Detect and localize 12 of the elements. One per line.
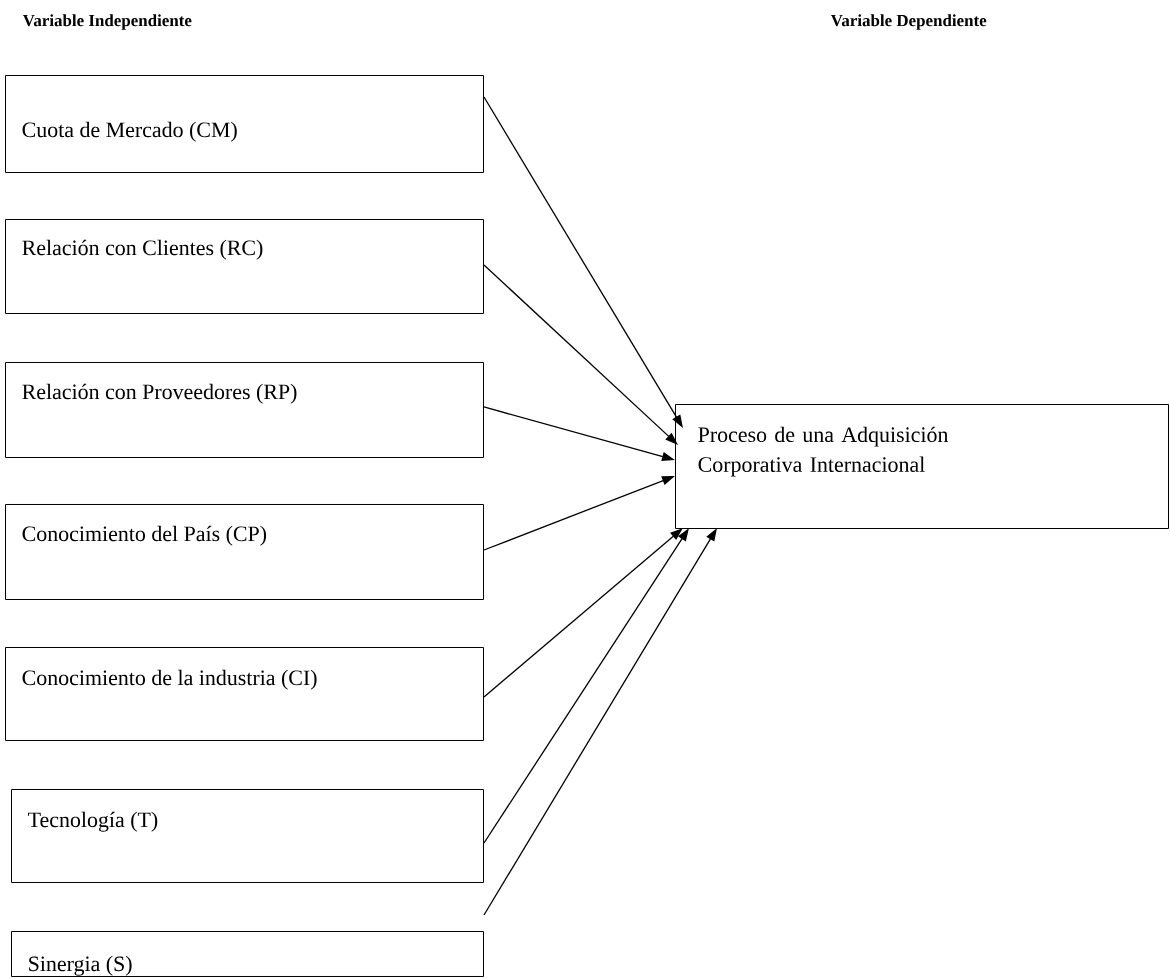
variable-box: Relación con Clientes (RC) [5, 219, 484, 314]
variable-box: Cuota de Mercado (CM) [5, 75, 484, 173]
column-heading: Variable Dependiente [830, 14, 987, 30]
variable-box: Conocimiento del País (CP) [5, 504, 484, 600]
arrow [483, 264, 678, 445]
variable-box: Sinergia (S) [11, 931, 484, 977]
variable-box: Relación con Proveedores (RP) [5, 362, 484, 458]
outcome-box: Proceso de una Adquisición Corporativa Internacional [675, 404, 1169, 529]
column-heading: Variable Independiente [22, 14, 192, 30]
arrow [483, 528, 683, 698]
variable-box: Conocimiento de la industria (CI) [5, 647, 484, 741]
variable-box: Tecnología (T) [11, 789, 484, 883]
